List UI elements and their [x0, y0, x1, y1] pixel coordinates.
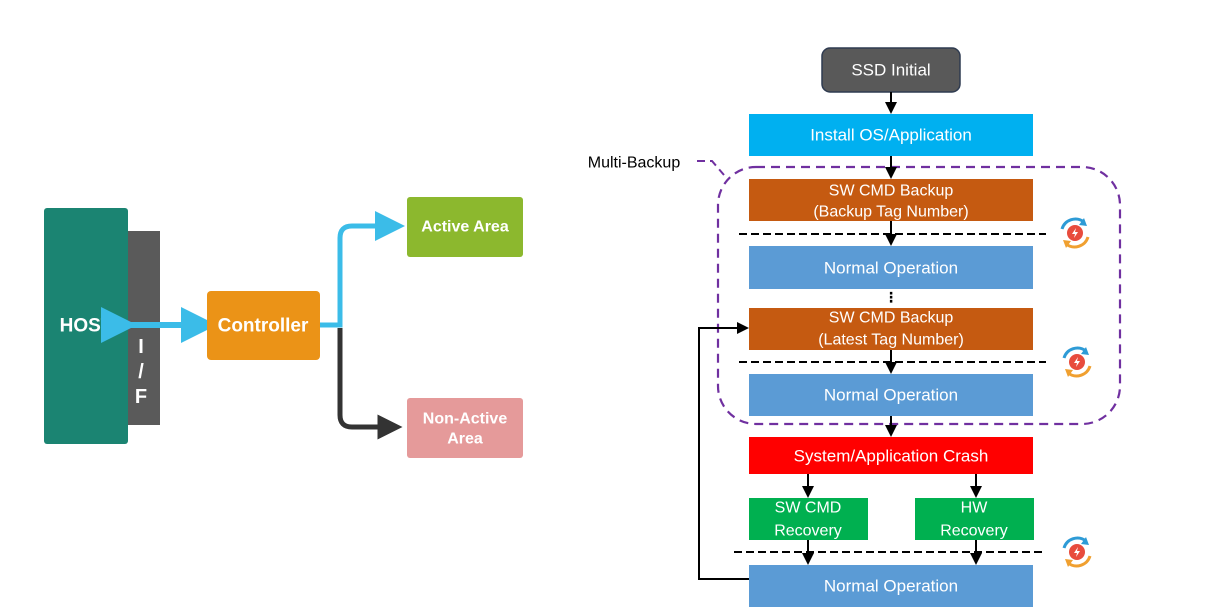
active-area-label: Active Area: [421, 219, 509, 236]
sync-bolt-icon: [1062, 346, 1092, 378]
backup1-label-line2: (Backup Tag Number): [813, 204, 968, 221]
backup1-label-line1: SW CMD Backup: [829, 183, 954, 200]
non-active-area-block: [407, 398, 523, 458]
hw-recovery-box: [915, 498, 1034, 540]
active-area-block: [407, 197, 523, 257]
controller-block: [207, 291, 320, 360]
normal1-label: Normal Operation: [824, 259, 958, 278]
ellipsis: ⋮: [884, 289, 898, 305]
normal2-label: Normal Operation: [824, 386, 958, 405]
interface-letter-slash: /: [138, 361, 144, 383]
ssd-architecture-diagram: I / F HOST Controller Active Area Non-Ac…: [44, 197, 523, 458]
backup-flowchart: Multi-Backup SSD Initial Install OS/Appl…: [588, 47, 1122, 607]
normal1-box: [749, 246, 1033, 289]
multi-backup-connector: [697, 160, 725, 176]
normal3-box: [749, 565, 1033, 607]
non-active-area-label-line1: Non-Active: [423, 411, 508, 428]
sw-recovery-label-line1: SW CMD: [775, 500, 842, 517]
hw-recovery-label-line1: HW: [961, 500, 989, 517]
backup1-box: [749, 179, 1033, 221]
crash-label: System/Application Crash: [794, 447, 989, 466]
sync-bolt-icon: [1060, 217, 1090, 249]
hw-recovery-label-line2: Recovery: [940, 523, 1008, 540]
host-label: HOST: [60, 316, 113, 337]
backup2-label-line2: (Latest Tag Number): [818, 332, 964, 349]
host-block: [44, 208, 128, 444]
sync-bolt-icon: [1062, 536, 1092, 568]
controller-active-link: [320, 211, 405, 328]
sw-recovery-box: [749, 498, 868, 540]
interface-letter-i: I: [138, 336, 144, 358]
interface-letter-f: F: [135, 386, 147, 408]
multi-backup-region: [716, 165, 1122, 426]
backup2-box: [749, 308, 1033, 350]
ssd-initial-label: SSD Initial: [851, 61, 930, 80]
controller-label: Controller: [218, 316, 309, 337]
loopback-arrow: [698, 322, 749, 580]
normal2-box: [749, 374, 1033, 416]
normal3-label: Normal Operation: [824, 577, 958, 596]
multi-backup-label: Multi-Backup: [588, 155, 681, 172]
install-label: Install OS/Application: [810, 126, 972, 145]
sw-recovery-label-line2: Recovery: [774, 523, 842, 540]
controller-nonactive-link: [337, 328, 403, 440]
backup2-label-line1: SW CMD Backup: [829, 310, 954, 327]
non-active-area-label-line2: Area: [447, 431, 483, 448]
crash-box: [749, 437, 1033, 474]
install-box: [749, 114, 1033, 156]
